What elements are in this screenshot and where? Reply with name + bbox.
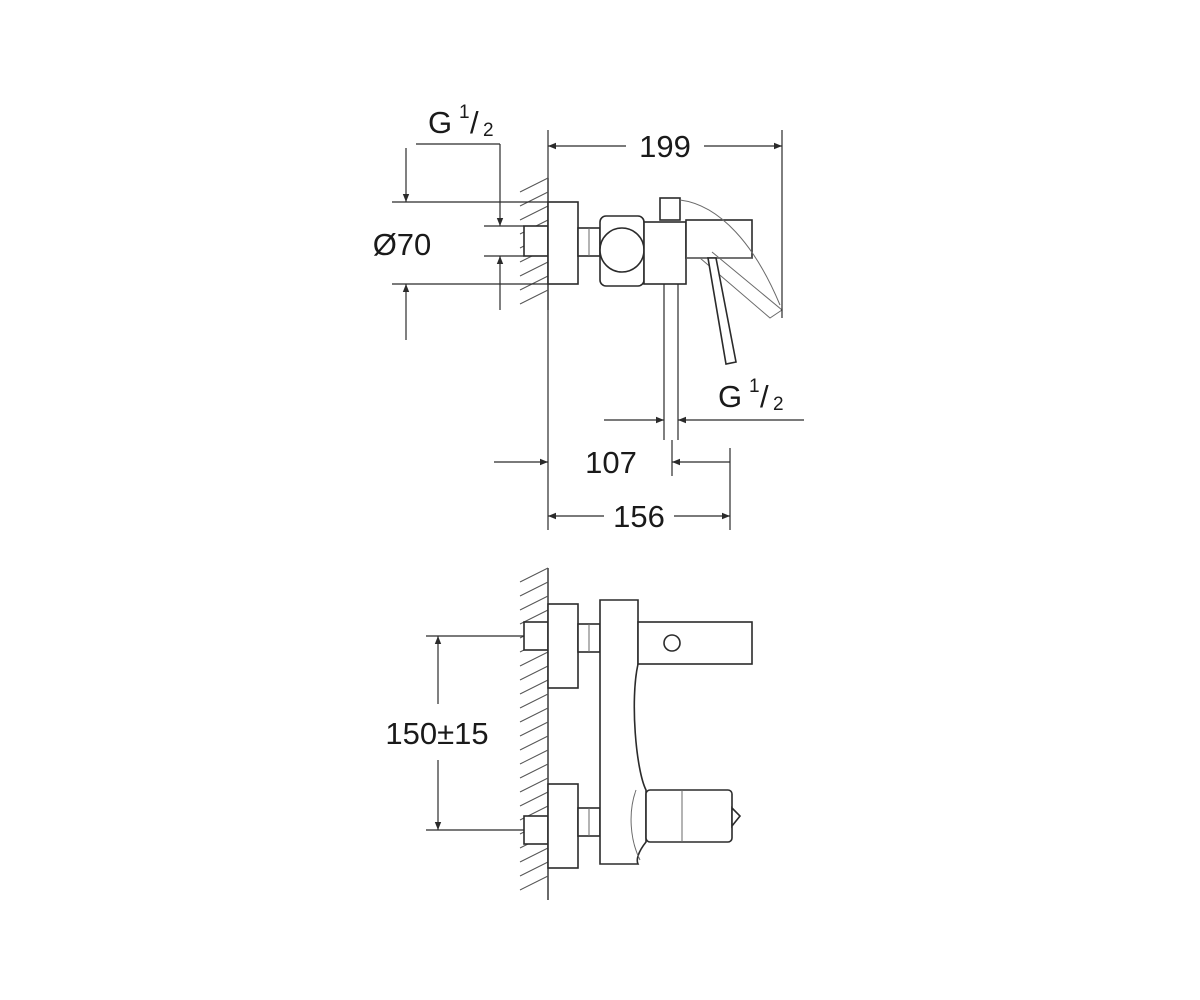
front-view: 150±15	[385, 567, 753, 900]
side-escutcheon	[547, 201, 579, 285]
dim-156-label: 156	[613, 499, 665, 534]
dim-150-label: 150±15	[385, 716, 488, 751]
inlet-thread-g: G	[428, 105, 452, 140]
dim-199-label: 199	[639, 129, 691, 164]
side-view: 199 G 1 / 2 Ø70 G 1 / 2	[373, 102, 804, 534]
dim-inlet-thread: G 1 / 2	[416, 102, 524, 310]
side-body-circle	[599, 227, 645, 273]
inlet-thread-num: 1	[459, 102, 470, 123]
front-upper-escutcheon	[547, 603, 579, 689]
outlet-thread-num: 1	[749, 376, 760, 397]
outlet-thread-slash: /	[760, 379, 769, 414]
side-lever-swing	[679, 199, 781, 306]
dim-199: 199	[547, 129, 783, 318]
dim-150: 150±15	[385, 635, 524, 831]
dim-diameter-label: Ø70	[373, 227, 432, 262]
dim-outlet-thread: G 1 / 2	[604, 376, 804, 424]
dim-156: 156	[547, 310, 731, 534]
front-wall	[519, 567, 549, 900]
front-lower-inlet-nut	[523, 815, 549, 845]
outlet-thread-den: 2	[773, 394, 784, 415]
inlet-thread-den: 2	[483, 120, 494, 141]
side-cartridge-housing	[643, 221, 687, 285]
side-inlet-nut	[523, 225, 549, 257]
front-mixer-body	[599, 599, 647, 865]
front-lever	[637, 621, 753, 665]
front-outlet-nose	[731, 806, 742, 829]
dim-107: 107	[494, 440, 730, 480]
front-outlet-cap	[645, 789, 733, 843]
side-lever-tab	[659, 197, 681, 221]
dim-107-label: 107	[585, 445, 637, 480]
side-lever-handle	[707, 257, 737, 365]
front-upper-inlet-nut	[523, 621, 549, 651]
front-lower-escutcheon	[547, 783, 579, 869]
dim-diameter: Ø70	[373, 148, 548, 340]
outlet-thread-g: G	[718, 379, 742, 414]
inlet-thread-slash: /	[470, 105, 479, 140]
front-lever-hole	[663, 634, 681, 652]
